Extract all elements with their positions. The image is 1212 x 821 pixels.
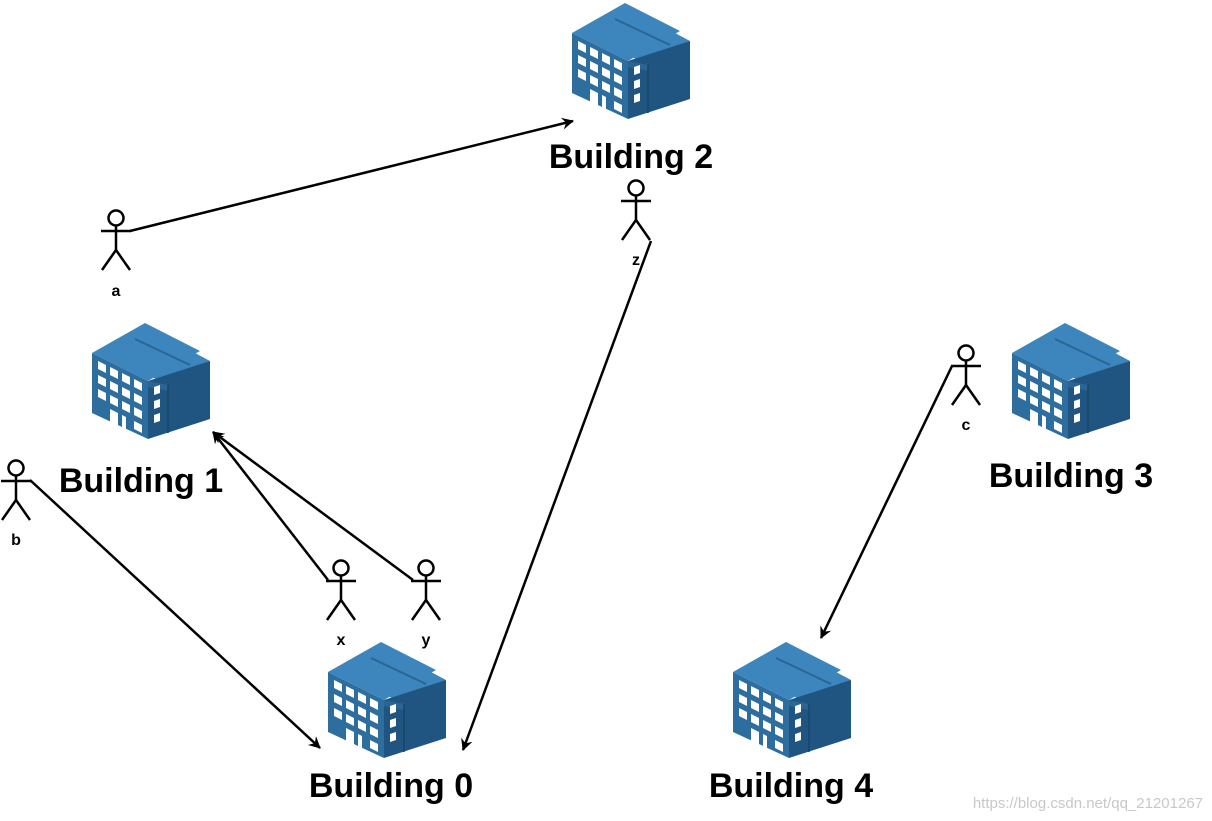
building-2-node: Building 2 xyxy=(549,2,713,176)
building-0-node: Building 0 xyxy=(309,641,473,805)
office-building-icon xyxy=(732,641,852,759)
stick-figure-icon xyxy=(0,459,32,521)
edge-a-to-building-2 xyxy=(129,117,574,233)
building-4-label: Building 4 xyxy=(709,767,873,805)
stick-figure-icon xyxy=(325,559,357,621)
building-1-node: Building 1 xyxy=(59,322,223,500)
person-z: z xyxy=(620,179,652,269)
office-building-icon xyxy=(91,322,211,440)
stick-figure-icon xyxy=(100,209,132,271)
building-3-label: Building 3 xyxy=(989,457,1153,495)
person-c-label: c xyxy=(962,417,971,434)
building-0-label: Building 0 xyxy=(309,767,473,805)
person-z-label: z xyxy=(632,252,640,269)
office-building-icon xyxy=(1011,322,1131,440)
stick-figure-icon xyxy=(410,559,442,621)
person-a-label: a xyxy=(112,283,121,300)
edge-y-to-building-1 xyxy=(212,430,414,582)
office-building-icon xyxy=(571,2,691,120)
person-a: a xyxy=(100,209,132,300)
building-2-label: Building 2 xyxy=(549,138,713,176)
person-y-label: y xyxy=(422,632,431,649)
edge-x-to-building-1 xyxy=(212,431,329,581)
person-c: c xyxy=(950,344,982,434)
person-x: x xyxy=(325,559,357,649)
watermark-text: https://blog.csdn.net/qq_21201267 xyxy=(973,795,1203,812)
person-b: b xyxy=(0,459,32,549)
edge-c-to-building-4 xyxy=(819,365,954,639)
edge-b-to-building-0 xyxy=(29,479,321,749)
person-b-label: b xyxy=(11,532,21,549)
building-1-label: Building 1 xyxy=(59,462,223,500)
person-x-label: x xyxy=(337,632,346,649)
stick-figure-icon xyxy=(620,179,652,241)
building-4-node: Building 4 xyxy=(709,641,873,805)
person-y: y xyxy=(410,559,442,649)
office-building-icon xyxy=(327,641,447,759)
edge-z-to-building-0 xyxy=(461,240,653,751)
stick-figure-icon xyxy=(950,344,982,406)
building-3-node: Building 3 xyxy=(989,322,1153,495)
edges xyxy=(29,117,954,751)
